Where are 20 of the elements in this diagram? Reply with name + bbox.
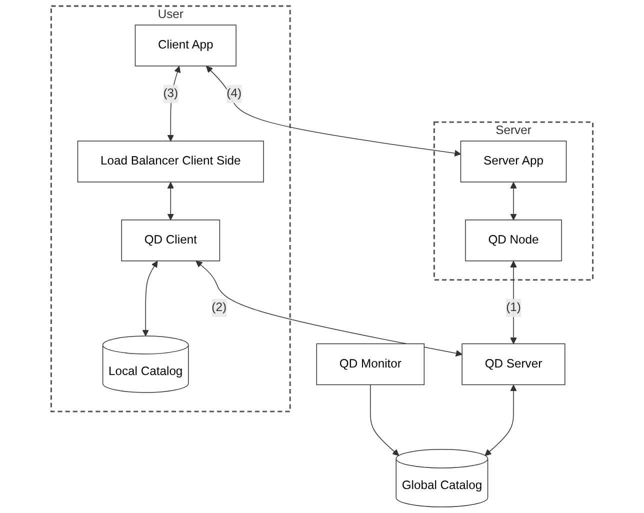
node-box: QD Node <box>465 220 562 262</box>
node-box: Server App <box>460 140 567 182</box>
arrow <box>370 384 400 456</box>
arrow <box>142 260 158 336</box>
arrow <box>484 384 517 456</box>
arrow <box>167 66 181 142</box>
arrow <box>167 182 174 220</box>
edge-label: (1) <box>506 301 521 314</box>
arrow <box>510 260 517 344</box>
edge-label: (2) <box>212 301 226 314</box>
arrow <box>510 182 517 220</box>
node-box: Client App <box>134 24 236 66</box>
node-box: QD Client <box>121 220 220 262</box>
arrow <box>206 66 462 157</box>
edge-label: (4) <box>226 87 242 100</box>
edge-label: (3) <box>163 87 178 100</box>
node-box: QD Server <box>462 343 566 386</box>
node-box: QD Monitor <box>316 343 425 386</box>
node-box: Load Balancer Client Side <box>77 140 264 182</box>
arrow <box>196 260 462 357</box>
